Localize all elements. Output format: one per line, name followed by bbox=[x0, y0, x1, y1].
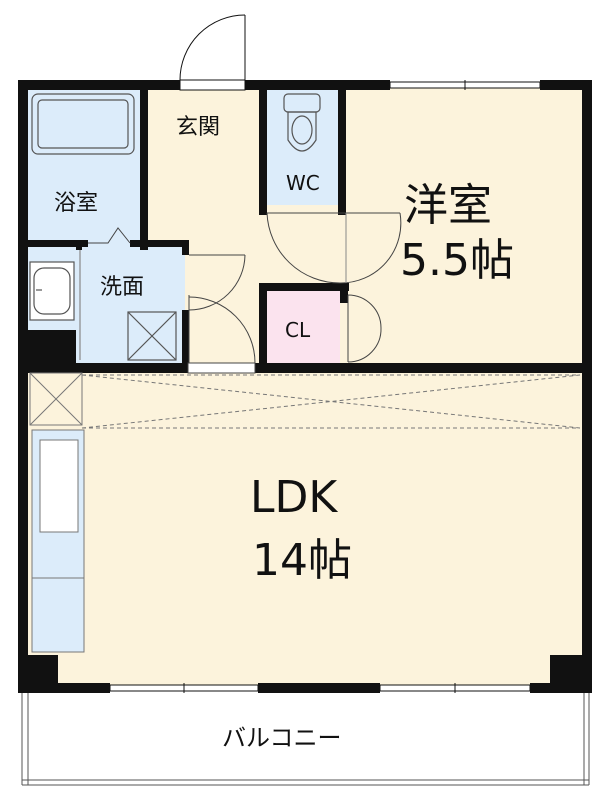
wall-bath-bottom-2 bbox=[130, 240, 188, 247]
wall-top-mid bbox=[245, 80, 390, 90]
wall-bath-right bbox=[140, 80, 148, 250]
wall-bath-bottom bbox=[18, 240, 88, 247]
wc-label: WC bbox=[286, 171, 320, 195]
wash-basin bbox=[29, 261, 75, 321]
entrance-label: 玄関 bbox=[176, 115, 220, 140]
toilet bbox=[283, 93, 321, 152]
bathtub bbox=[31, 93, 135, 155]
bath-door bbox=[88, 227, 131, 244]
ldk-fixtures bbox=[29, 372, 581, 653]
closet-floor bbox=[265, 285, 340, 365]
column-bottom-right bbox=[550, 655, 592, 693]
washroom-label: 洗面 bbox=[100, 275, 144, 300]
wall-bottom-left bbox=[18, 683, 110, 693]
wall-wc-left bbox=[259, 80, 267, 215]
washroom-fixtures bbox=[29, 250, 177, 361]
wc-door bbox=[266, 212, 341, 284]
entrance-door bbox=[179, 14, 246, 91]
entrance-floor bbox=[145, 88, 265, 158]
wall-wc-right bbox=[338, 80, 346, 215]
wall-washroom-right-2 bbox=[182, 310, 189, 370]
wall-top-right bbox=[540, 80, 592, 90]
balcony-label: バルコニー bbox=[222, 724, 342, 752]
bath-floor bbox=[27, 88, 145, 243]
floors bbox=[27, 88, 583, 686]
kitchen-sink bbox=[39, 439, 79, 533]
refrigerator-space bbox=[29, 372, 83, 426]
ldk-floor bbox=[27, 368, 583, 686]
washing-machine-space bbox=[127, 311, 177, 361]
western-room-size: 5.5帖 bbox=[400, 235, 514, 286]
ldk-door bbox=[187, 296, 256, 374]
wall-washroom-right bbox=[182, 240, 189, 255]
wc-floor bbox=[265, 88, 340, 205]
walls bbox=[18, 80, 592, 693]
western-room-name: 洋室 bbox=[404, 180, 492, 231]
hall-wc-floor bbox=[265, 205, 340, 285]
wall-top-left bbox=[18, 80, 180, 90]
room-labels: 玄関 浴室 洗面 WC CL 洋室 5.5帖 LDK 14帖 バルコニー bbox=[54, 115, 514, 752]
windows bbox=[109, 80, 541, 693]
wall-washroom-left-top bbox=[76, 240, 82, 250]
closet-label: CL bbox=[285, 318, 311, 342]
wall-ldk-top-right bbox=[255, 363, 592, 373]
wall-closet-top bbox=[259, 283, 349, 291]
wall-left bbox=[18, 80, 28, 692]
bath-fixtures bbox=[31, 93, 135, 155]
balcony bbox=[21, 693, 590, 786]
ldk-size: 14帖 bbox=[252, 535, 352, 586]
closet-door bbox=[347, 294, 382, 363]
western-room-door bbox=[339, 212, 402, 284]
wall-closet-right bbox=[340, 283, 348, 303]
wall-right bbox=[582, 80, 592, 692]
wall-closet-left bbox=[259, 283, 267, 368]
wall-bottom-mid bbox=[258, 683, 380, 693]
wall-ldk-top-left bbox=[18, 363, 188, 373]
bath-label: 浴室 bbox=[54, 191, 98, 216]
ldk-name: LDK bbox=[250, 472, 338, 523]
column-bottom-left bbox=[18, 655, 58, 693]
